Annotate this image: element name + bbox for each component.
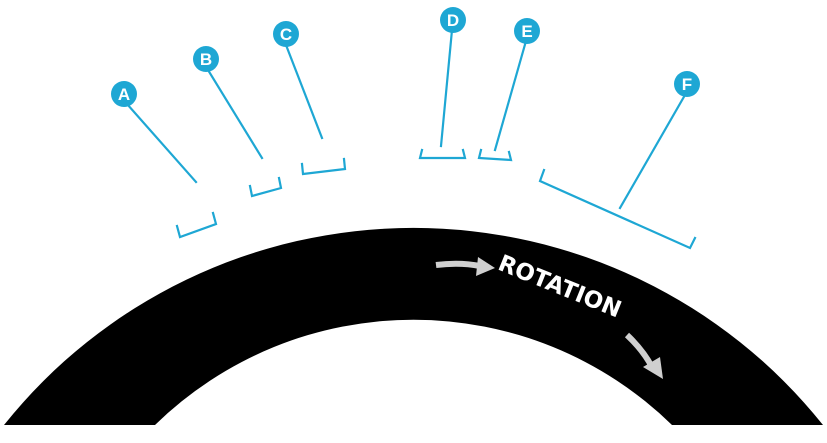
construction-text: TUBELESS: [531, 168, 692, 246]
leader-a: [125, 102, 198, 184]
callout-f: F: [674, 71, 700, 97]
rotation-arrow-icon: [435, 257, 495, 276]
bracket-width: [175, 211, 218, 239]
leader-e: [493, 39, 528, 152]
bracket-rim-diameter: [300, 157, 347, 176]
dash-text: -: [291, 167, 308, 201]
callout-b: B: [193, 46, 219, 72]
callout-e-label: E: [521, 22, 532, 41]
callout-f-label: F: [682, 75, 692, 94]
callout-c: C: [273, 21, 299, 47]
callout-c-label: C: [280, 25, 292, 44]
tire-sidewall: [4, 227, 823, 425]
callout-b-label: B: [200, 50, 212, 69]
leader-f: [618, 93, 687, 210]
callout-e: E: [514, 18, 540, 44]
callout-d-label: D: [447, 11, 459, 30]
leader-c: [284, 43, 324, 140]
load-index-text: 77: [420, 151, 462, 186]
rotation-arrow-curved-icon: [624, 332, 663, 379]
bracket-speed-rating: [477, 148, 513, 162]
bracket-construction: [538, 168, 697, 250]
leader-b: [206, 68, 264, 160]
callout-a: A: [111, 81, 137, 107]
bracket-aspect-ratio: [248, 176, 283, 198]
bracket-load-index: [418, 148, 467, 160]
callout-d: D: [440, 7, 466, 33]
leader-d: [439, 28, 454, 148]
aspect-ratio-text: 80: [243, 174, 291, 217]
usage-text: M/C: [352, 156, 410, 190]
width-text: 170: [165, 196, 236, 249]
rim-diameter-text: 15: [302, 160, 348, 200]
callout-a-label: A: [118, 85, 130, 104]
